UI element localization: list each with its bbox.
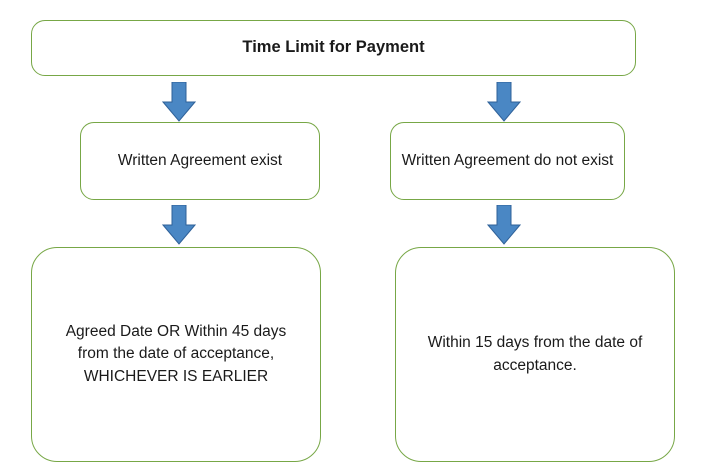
node-label: Within 15 days from the date of acceptan… bbox=[427, 334, 643, 374]
arrow-title-to-written-agreement-exist bbox=[162, 82, 196, 122]
node-written-agreement-exist: Written Agreement exist bbox=[80, 122, 320, 200]
node-written-agreement-do-not-exist: Written Agreement do not exist bbox=[390, 122, 625, 200]
node-agreed-date-or-within-45-days: Agreed Date OR Within 45 days from the d… bbox=[31, 247, 321, 462]
node-label: Time Limit for Payment bbox=[242, 38, 425, 57]
node-time-limit-for-payment: Time Limit for Payment bbox=[31, 20, 636, 76]
arrow-written-agreement-exist-to-agreed-date bbox=[162, 205, 196, 245]
node-label: Agreed Date OR Within 45 days from the d… bbox=[65, 322, 287, 385]
node-label: Written Agreement exist bbox=[117, 151, 283, 169]
arrow-written-agreement-not-exist-to-within-15-days bbox=[487, 205, 521, 245]
node-within-15-days: Within 15 days from the date of acceptan… bbox=[395, 247, 675, 462]
node-label: Written Agreement do not exist bbox=[401, 151, 614, 169]
arrow-title-to-written-agreement-not-exist bbox=[487, 82, 521, 122]
